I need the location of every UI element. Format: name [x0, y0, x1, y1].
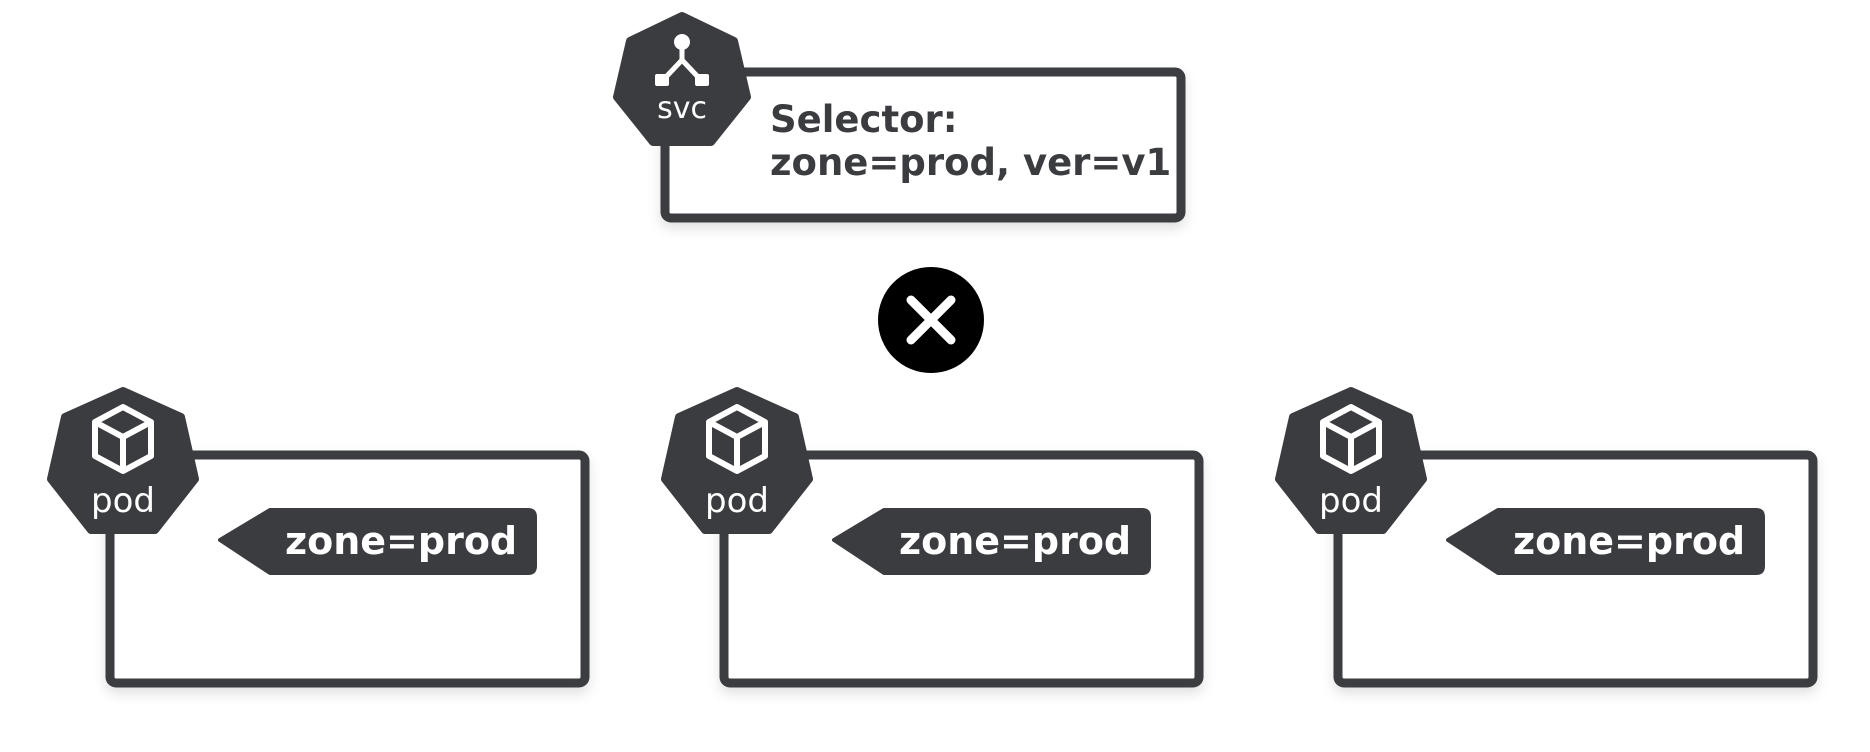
- pod-icon-label: pod: [1319, 481, 1383, 521]
- selector-value: zone=prod, ver=v1: [770, 141, 1171, 184]
- pod-icon-label: pod: [91, 481, 155, 521]
- no-match-indicator: [878, 267, 984, 373]
- service-network-icon: [655, 34, 709, 86]
- pod-hexagon-icon: pod: [47, 387, 199, 534]
- pod-node: pod zone=prod: [661, 387, 1204, 688]
- label-tag-text: zone=prod: [285, 519, 517, 563]
- cube-icon: [1320, 404, 1382, 474]
- label-tag: zone=prod: [1446, 508, 1765, 575]
- cube-icon: [706, 404, 768, 474]
- service-icon-label: svc: [657, 91, 707, 126]
- pod-node: pod zone=prod: [1275, 387, 1818, 688]
- service-hexagon-icon: svc: [613, 12, 751, 146]
- label-tag: zone=prod: [218, 508, 537, 575]
- label-tag-text: zone=prod: [899, 519, 1131, 563]
- pod-node: pod zone=prod: [47, 387, 590, 688]
- label-tag: zone=prod: [832, 508, 1151, 575]
- pod-icon-label: pod: [705, 481, 769, 521]
- selector-heading: Selector:: [770, 98, 958, 141]
- pod-hexagon-icon: pod: [1275, 387, 1427, 534]
- service-node: svc Selector: zone=prod, ver=v1: [613, 12, 1186, 223]
- pod-hexagon-icon: pod: [661, 387, 813, 534]
- label-tag-text: zone=prod: [1513, 519, 1745, 563]
- x-mark-icon: [906, 295, 956, 345]
- cube-icon: [92, 404, 154, 474]
